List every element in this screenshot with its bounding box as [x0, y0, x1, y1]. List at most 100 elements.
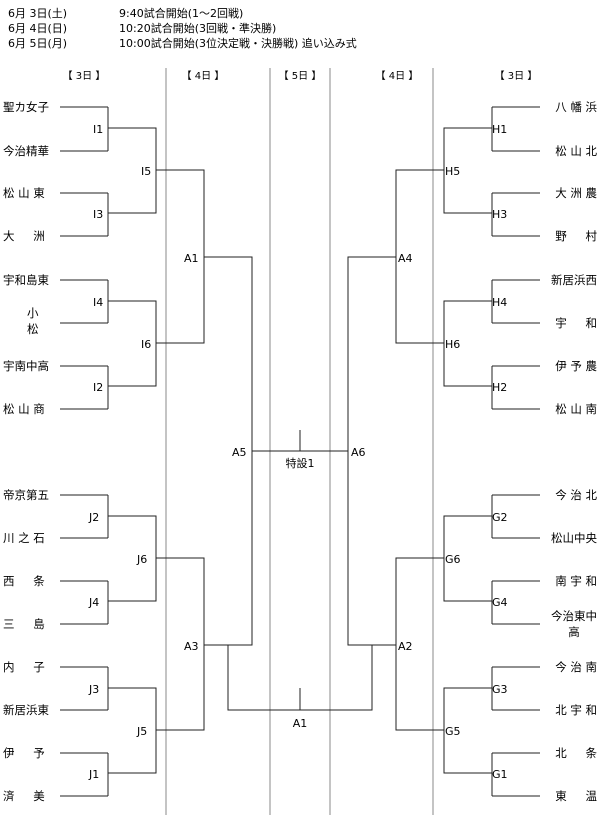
team-left-6b: 松 [27, 322, 39, 336]
line-left-match-J2 [60, 494, 109, 539]
schedule-desc-3: 10:00試合開始(3位決定戦・決勝戦) 追い込み式 [119, 36, 357, 50]
match-code-H1: H1 [492, 123, 507, 136]
match-code-H3: H3 [492, 208, 507, 221]
team-right-8: 松 山 南 [555, 402, 597, 416]
schedule-date-2: 6月 4日(日) [8, 22, 67, 35]
match-code-A1: A1 [184, 252, 199, 265]
match-code-A6: A6 [351, 446, 366, 459]
line-special-match [252, 430, 348, 452]
line-left-match-J4 [60, 580, 109, 625]
match-code-A3: A3 [184, 640, 199, 653]
line-left-match-J3 [60, 666, 109, 711]
team-left-15: 伊 予 [3, 746, 45, 760]
team-left-4: 大 洲 [3, 229, 45, 243]
line-right-match-H3 [491, 192, 540, 237]
schedule-date-1: 6月 3日(土) [8, 7, 67, 20]
team-right-5: 新居浜西 [551, 273, 597, 287]
line-left-match-I2 [60, 365, 109, 410]
left-match-codes: I1 I3 I4 I2 I5 I6 J2 J4 J3 J1 J6 J5 A1 A… [88, 123, 247, 781]
line-right-match-G4 [491, 580, 540, 625]
match-code-G5: G5 [445, 725, 461, 738]
team-right-13: 今 治 南 [555, 660, 597, 674]
right-match-codes: H1 H3 H4 H2 H5 H6 G2 G4 G3 G1 G6 G5 A4 A… [351, 123, 508, 781]
match-code-A5: A5 [232, 446, 247, 459]
match-code-I2: I2 [93, 381, 103, 394]
day-header-right-4: 【 4日 】 [376, 70, 419, 82]
day-header-left-3: 【 3日 】 [63, 70, 106, 82]
match-code-special: 特設1 [286, 456, 315, 470]
match-code-I1: I1 [93, 123, 103, 136]
match-code-I5: I5 [141, 165, 151, 178]
line-right-match-G1 [491, 752, 540, 797]
match-code-final: A1 [293, 717, 308, 730]
match-code-H4: H4 [492, 296, 507, 309]
team-right-7: 伊 予 農 [555, 359, 597, 373]
line-right-match-A2 [395, 557, 444, 731]
bracket-lines [60, 106, 540, 797]
left-teams: 聖カ女子 今治精華 松 山 東 大 洲 宇和島東 小 松 宇南中高 松 山 商 … [3, 100, 49, 803]
right-teams: 八 幡 浜 松 山 北 大 洲 農 野 村 新居浜西 宇 和 伊 予 農 松 山… [551, 100, 597, 803]
team-left-8: 松 山 商 [3, 402, 45, 416]
match-code-I4: I4 [93, 296, 103, 309]
schedule: 6月 3日(土) 9:40試合開始(1～2回戦) 6月 4日(日) 10:20試… [8, 6, 357, 50]
match-code-G3: G3 [492, 683, 508, 696]
line-left-match-I1 [60, 106, 109, 152]
match-code-J6: J6 [136, 553, 147, 566]
day-header-center-5: 【 5日 】 [279, 70, 322, 82]
center-match-codes: 特設1 A1 [286, 456, 315, 730]
team-right-2: 松 山 北 [555, 144, 597, 158]
day-headers: 【 3日 】 【 4日 】 【 5日 】 【 4日 】 【 3日 】 [63, 70, 538, 82]
team-left-11: 西 条 [3, 574, 45, 588]
line-left-match-I3 [60, 192, 109, 237]
match-code-G6: G6 [445, 553, 461, 566]
team-right-15: 北 条 [555, 746, 597, 760]
day-header-right-3: 【 3日 】 [495, 70, 538, 82]
line-left-match-A3 [156, 557, 205, 731]
team-right-9: 今 治 北 [555, 488, 597, 502]
team-right-12b: 高 [568, 625, 580, 639]
match-code-J3: J3 [88, 683, 99, 696]
team-right-16: 東 温 [555, 789, 597, 803]
match-code-I6: I6 [141, 338, 151, 351]
match-code-J4: J4 [88, 596, 99, 609]
team-right-4: 野 村 [555, 229, 597, 243]
day-dividers [165, 68, 434, 815]
team-left-5: 宇和島東 [3, 273, 49, 287]
line-right-match-H1 [491, 106, 540, 152]
team-left-3: 松 山 東 [3, 186, 45, 200]
match-code-J2: J2 [88, 511, 99, 524]
team-right-14: 北 宇 和 [555, 703, 597, 717]
line-left-match-J6 [108, 515, 157, 602]
schedule-desc-1: 9:40試合開始(1～2回戦) [119, 6, 243, 20]
team-right-12a: 今治東中 [551, 609, 597, 623]
line-right-match-H2 [491, 365, 540, 410]
line-left-match-J1 [60, 752, 109, 797]
team-left-14: 新居浜東 [3, 703, 49, 717]
team-right-10: 松山中央 [551, 531, 597, 545]
line-left-match-J5 [108, 687, 157, 774]
team-right-11: 南 宇 和 [555, 574, 597, 588]
team-left-1: 聖カ女子 [3, 100, 49, 114]
match-code-J1: J1 [88, 768, 99, 781]
match-code-G4: G4 [492, 596, 508, 609]
match-code-G2: G2 [492, 511, 508, 524]
team-left-12: 三 島 [3, 617, 45, 631]
team-left-9: 帝京第五 [3, 488, 49, 502]
match-code-H5: H5 [445, 165, 460, 178]
line-final-match [227, 645, 373, 711]
match-code-H2: H2 [492, 381, 507, 394]
team-left-2: 今治精華 [3, 144, 49, 158]
match-code-A2: A2 [398, 640, 413, 653]
team-right-1: 八 幡 浜 [555, 100, 597, 114]
match-code-G1: G1 [492, 768, 508, 781]
team-left-6a: 小 [27, 306, 39, 320]
match-code-J5: J5 [136, 725, 147, 738]
match-code-H6: H6 [445, 338, 460, 351]
team-left-16: 済 美 [3, 789, 45, 803]
team-left-10: 川 之 石 [3, 531, 45, 545]
team-right-3: 大 洲 農 [555, 186, 597, 200]
match-code-A4: A4 [398, 252, 413, 265]
schedule-desc-2: 10:20試合開始(3回戦・準決勝) [119, 21, 276, 35]
team-left-13: 内 子 [3, 660, 45, 674]
